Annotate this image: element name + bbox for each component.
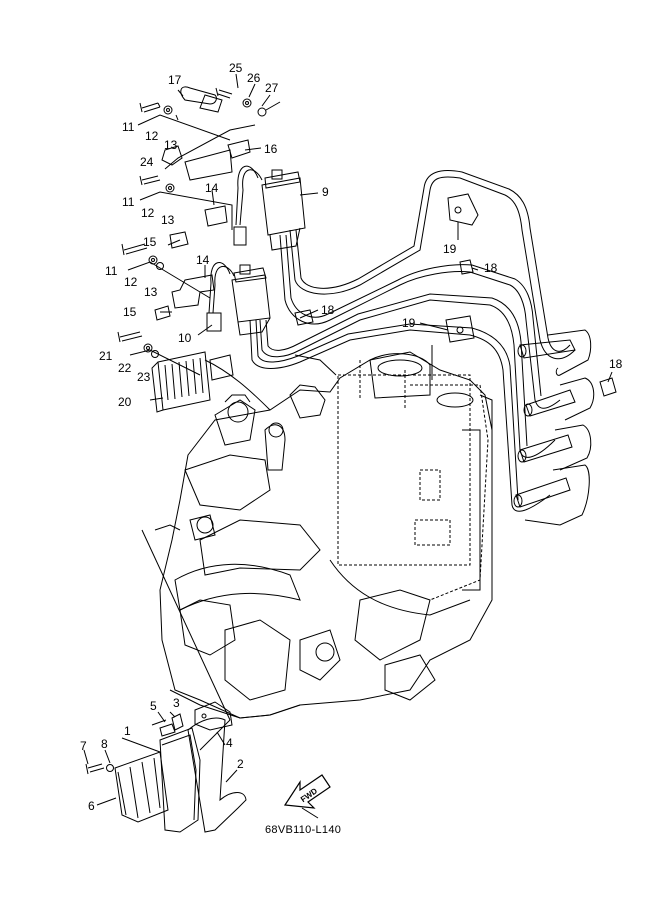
callout-6: 6 xyxy=(88,799,95,813)
callout-21: 21 xyxy=(99,349,113,363)
callout-25: 25 xyxy=(229,61,243,75)
leader-lines xyxy=(128,74,612,750)
bolts-washers xyxy=(118,88,280,358)
callout-13-low: 13 xyxy=(144,285,158,299)
callout-24: 24 xyxy=(140,155,154,169)
callout-4: 4 xyxy=(226,736,233,750)
callout-11-low: 11 xyxy=(105,264,118,278)
callout-19-upper: 19 xyxy=(443,242,457,256)
callout-7: 7 xyxy=(80,739,87,753)
drawing-code: 68VB110-L140 xyxy=(265,824,342,836)
spark-plug-caps xyxy=(514,330,594,525)
callout-18-right: 18 xyxy=(609,357,623,371)
callout-2: 2 xyxy=(237,757,244,771)
callout-3: 3 xyxy=(173,696,180,710)
callout-15-upper: 15 xyxy=(143,235,157,249)
callout-26: 26 xyxy=(247,71,261,85)
callout-13-top: 13 xyxy=(164,138,178,152)
ignition-coil-lower xyxy=(207,263,270,335)
callout-20: 20 xyxy=(118,395,132,409)
callout-5: 5 xyxy=(150,699,157,713)
callout-16: 16 xyxy=(264,142,278,156)
callout-9: 9 xyxy=(322,185,329,199)
callout-13-mid: 13 xyxy=(161,213,175,227)
spark-plug-cords xyxy=(250,171,575,512)
ignition-coil-upper xyxy=(234,166,305,250)
callout-23: 23 xyxy=(137,370,151,384)
callout-11-top: 11 xyxy=(122,120,135,134)
callout-12-top: 12 xyxy=(145,129,159,143)
callout-22: 22 xyxy=(118,361,132,375)
callout-10: 10 xyxy=(178,331,192,345)
callout-12-low: 12 xyxy=(124,275,138,289)
callout-15-lower: 15 xyxy=(123,305,137,319)
callout-12-mid: 12 xyxy=(141,206,155,220)
engine-block-outline xyxy=(338,360,488,600)
callout-14-upper: 14 xyxy=(205,181,219,195)
callout-1: 1 xyxy=(124,724,131,738)
callout-17: 17 xyxy=(168,73,182,87)
callout-18-upper: 18 xyxy=(484,261,498,275)
callout-11-mid: 11 xyxy=(122,195,135,209)
callout-14-lower: 14 xyxy=(196,253,210,267)
bracket-assembly-bottom xyxy=(84,702,246,832)
engine-powerhead xyxy=(160,352,492,718)
callout-8: 8 xyxy=(101,737,108,751)
callout-27: 27 xyxy=(265,81,279,95)
rectifier-regulator xyxy=(152,352,270,412)
fwd-arrow-icon xyxy=(285,775,330,818)
callout-19-lower: 19 xyxy=(402,316,416,330)
callout-18-mid: 18 xyxy=(321,303,335,317)
brackets-clamps xyxy=(155,87,616,396)
